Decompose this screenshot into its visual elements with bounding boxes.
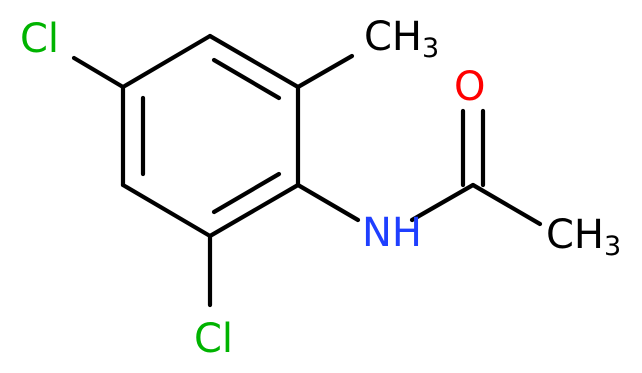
atom-ch3-top-main: CH (364, 14, 422, 60)
ring-bond-top (120, 33, 213, 90)
ring-bond-bottom-right (207, 182, 301, 239)
atom-ch3-right-subscript: 3 (604, 231, 621, 262)
bond-ring-cl-top (71, 55, 126, 90)
atom-ch3-top-subscript: 3 (422, 33, 439, 64)
atom-ch3-top: CH3 (364, 14, 439, 64)
substituent-bonds (71, 53, 543, 308)
atom-cl-top: Cl (20, 16, 59, 62)
ring-double-bond-top-right (211, 57, 282, 101)
bond-carbonyl-methyl (470, 182, 543, 227)
ring-bond-bottom-left (120, 182, 213, 239)
ring-bond-top-right (207, 33, 301, 90)
atom-ch3-right-main: CH (546, 212, 604, 258)
benzene-ring (120, 33, 301, 239)
atom-oxygen: O (454, 64, 485, 110)
atom-labels: Cl CH3 O NH CH3 Cl (20, 14, 621, 362)
bond-nitrogen-carbonyl (409, 182, 476, 223)
bond-ring-nitrogen (295, 182, 361, 223)
bond-ring-ch3-top (295, 53, 355, 90)
atom-cl-bottom: Cl (194, 316, 233, 362)
ring-double-bond-bottom-right (211, 171, 282, 215)
atom-ch3-right: CH3 (546, 212, 621, 262)
atom-nitrogen: NH (362, 210, 422, 256)
